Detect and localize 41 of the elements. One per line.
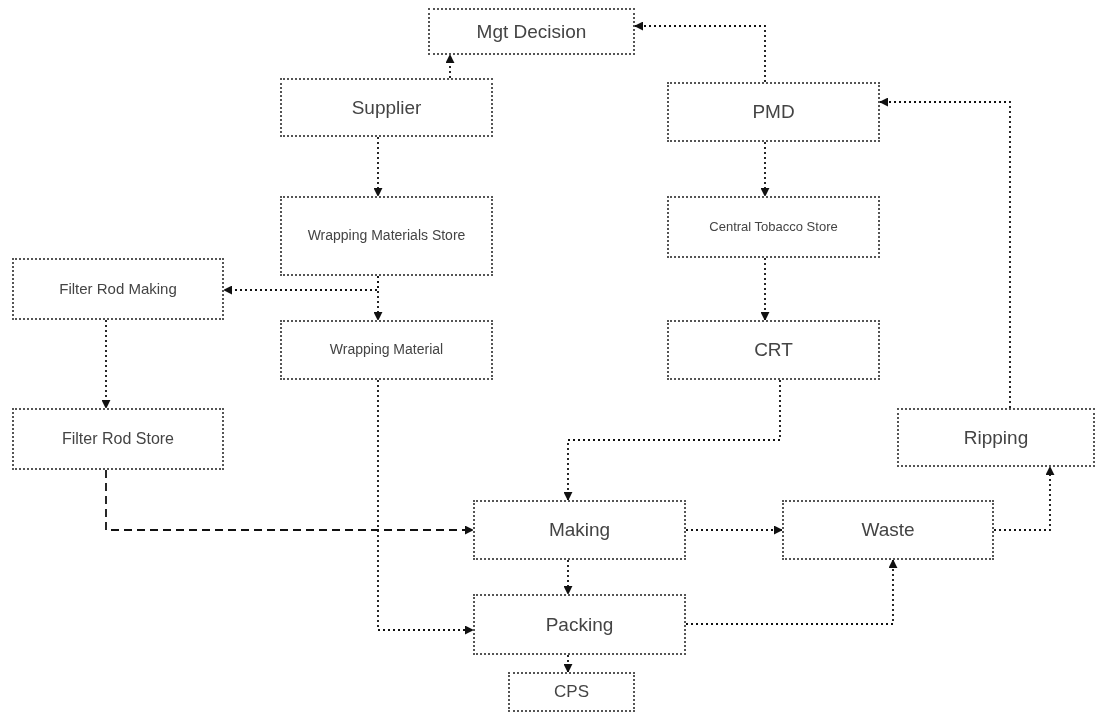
process-box: [782, 500, 994, 560]
process-box: [12, 408, 224, 470]
arrow: [105, 469, 474, 535]
process-box: [667, 82, 880, 142]
process-box: [12, 258, 224, 320]
arrow: [101, 319, 111, 409]
box-label: Mgt Decision: [476, 19, 587, 44]
box-label: CRT: [754, 338, 793, 362]
arrow: [373, 136, 383, 197]
box-label: PMD: [752, 100, 795, 124]
box-label: Wrapping Material: [329, 341, 444, 359]
box-label: Wrapping Materials Store: [307, 227, 466, 245]
box-label: Waste: [861, 518, 915, 542]
process-box: [280, 320, 493, 380]
box-label: Packing: [545, 612, 614, 637]
arrow: [879, 97, 1011, 409]
process-box: [667, 196, 880, 258]
box-label: Making: [548, 518, 611, 542]
box-label: Central Tobacco Store: [709, 218, 838, 236]
process-box: [508, 672, 635, 712]
arrow: [445, 54, 455, 79]
arrow: [760, 141, 770, 197]
arrow: [563, 379, 781, 501]
process-box: [473, 594, 686, 655]
box-label: Filter Rod Store: [61, 429, 174, 449]
process-box: [280, 78, 493, 137]
arrow: [634, 21, 766, 83]
box-label: Supplier: [351, 95, 422, 120]
arrow: [373, 275, 383, 321]
process-box: [280, 196, 493, 276]
arrow: [563, 654, 573, 673]
process-box: [897, 408, 1095, 467]
box-label: CPS: [554, 681, 589, 703]
process-box: [428, 8, 635, 55]
arrow: [760, 257, 770, 321]
arrow: [377, 379, 474, 635]
arrow: [563, 559, 573, 595]
box-label: Filter Rod Making: [59, 279, 177, 299]
box-label: Ripping: [963, 425, 1029, 450]
process-box: [667, 320, 880, 380]
process-box: [473, 500, 686, 560]
